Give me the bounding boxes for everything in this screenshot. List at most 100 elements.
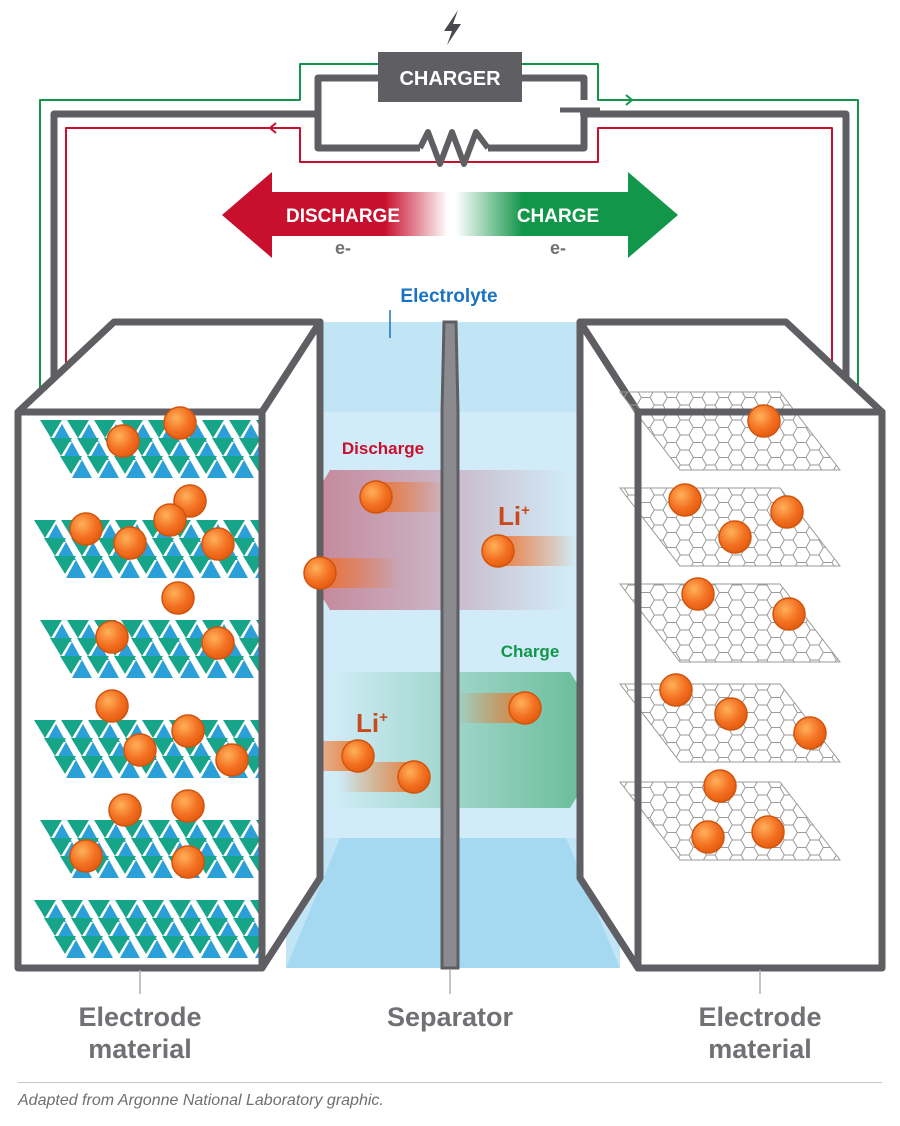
lattice-triangle (235, 524, 255, 542)
lattice-triangle (160, 824, 180, 842)
lattice-triangle (50, 838, 72, 856)
lithium-ion (793, 716, 827, 750)
lattice-triangle (152, 738, 174, 756)
lattice-triangle (62, 642, 82, 660)
lithium-ion (770, 495, 804, 529)
lattice-triangle (56, 742, 76, 760)
lattice-triangle (141, 656, 163, 674)
lattice-triangle (207, 460, 227, 478)
li-ion-label-bottom: Li+ (356, 708, 388, 738)
lattice-triangle (187, 424, 207, 442)
lattice-triangle (174, 760, 194, 778)
right-electrode-label-line1: Electrode (698, 1002, 821, 1032)
charger-label: CHARGER (399, 68, 501, 90)
lattice-triangle (235, 904, 255, 922)
lattice-triangle (142, 900, 164, 918)
lithium-ion (714, 697, 748, 731)
lattice-triangle (114, 456, 136, 474)
lattice-triangle (164, 742, 184, 760)
lattice-triangle (127, 904, 147, 922)
lattice-triangle (60, 456, 82, 474)
lattice-triangle (83, 742, 103, 760)
lithium-ion (341, 739, 375, 773)
lithium-ion (397, 760, 431, 794)
lattice-triangle (133, 624, 153, 642)
electrolyte-label: Electrolyte (400, 286, 497, 307)
lattice-triangle (197, 442, 217, 460)
lattice-triangle (46, 904, 66, 922)
lattice-triangle (99, 660, 119, 678)
lattice-triangle (120, 560, 140, 578)
left-electrode-label-line2: material (88, 1034, 192, 1064)
lithium-ion (303, 556, 337, 590)
lithium-ion (153, 503, 187, 537)
lattice-triangle (66, 560, 86, 578)
lattice-triangle (164, 542, 184, 560)
lattice-triangle (147, 760, 167, 778)
lattice-triangle (66, 940, 86, 958)
lithium-ion (108, 793, 142, 827)
lattice-triangle (115, 720, 137, 738)
lattice-triangle (126, 660, 146, 678)
lattice-triangle (191, 922, 211, 940)
direction-arrow: DISCHARGE CHARGE e- e- (222, 172, 678, 258)
lattice-triangle (196, 520, 218, 538)
separator (440, 320, 460, 970)
caption-divider (18, 1082, 882, 1083)
source-caption: Adapted from Argonne National Laboratory… (18, 1092, 384, 1109)
lattice-triangle (131, 638, 153, 656)
charger-box: CHARGER (378, 52, 522, 102)
lattice-triangle (228, 940, 248, 958)
lattice-triangle (143, 842, 163, 860)
lattice-triangle (239, 438, 261, 456)
lattice-triangle (234, 860, 254, 878)
lattice-triangle (224, 442, 244, 460)
lattice-triangle (201, 560, 221, 578)
lattice-triangle (189, 756, 211, 774)
lattice-triangle (137, 542, 157, 560)
lattice-triangle (34, 720, 56, 738)
lattice-triangle (224, 842, 244, 860)
lattice-triangle (120, 940, 140, 958)
discharge-flow-label: Discharge (342, 439, 424, 458)
lattice-triangle (158, 838, 180, 856)
lattice-triangle (77, 638, 99, 656)
lattice-triangle (61, 720, 83, 738)
lattice-triangle (187, 824, 207, 842)
lattice-triangle (233, 918, 255, 936)
lattice-triangle (61, 900, 83, 918)
lattice-triangle (54, 936, 76, 954)
lithium-ion (691, 820, 725, 854)
discharge-wire-arrow-icon (268, 122, 277, 134)
lattice-triangle (243, 936, 262, 954)
lattice-triangle (152, 538, 174, 556)
lattice-triangle (94, 820, 116, 838)
lattice-triangle (181, 904, 201, 922)
lattice-triangle (54, 556, 76, 574)
lithium-ion (171, 714, 205, 748)
lattice-triangle (222, 456, 244, 474)
lattice-triangle (34, 900, 56, 918)
lattice-triangle (71, 918, 93, 936)
lattice-triangle (94, 420, 116, 438)
lattice-triangle (241, 424, 261, 442)
lattice-triangle (142, 720, 164, 738)
lattice-triangle (148, 620, 170, 638)
lattice-triangle (72, 660, 92, 678)
lattice-triangle (212, 438, 234, 456)
lattice-triangle (79, 424, 99, 442)
lattice-triangle (164, 922, 184, 940)
lattice-triangle (234, 660, 254, 678)
lattice-triangle (46, 524, 66, 542)
lattice-triangle (229, 420, 251, 438)
lattice-triangle (158, 638, 180, 656)
lattice-triangle (34, 520, 56, 538)
lithium-ion (681, 577, 715, 611)
lattice-triangle (245, 542, 262, 560)
resistor-icon (417, 129, 491, 167)
lattice-triangle (67, 820, 89, 838)
lattice-triangle (179, 918, 201, 936)
lattice-triangle (40, 820, 62, 838)
lattice-triangle (62, 442, 82, 460)
